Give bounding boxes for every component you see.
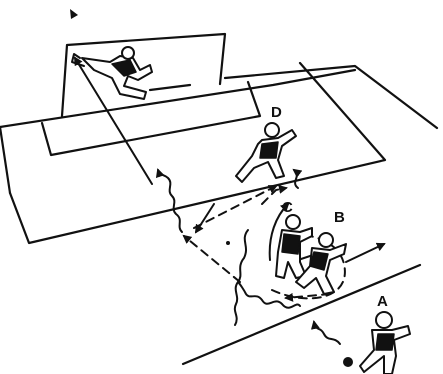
dribble-path-3 [314, 322, 340, 344]
marker-dot [226, 241, 230, 245]
run-arrow-d [294, 170, 298, 188]
pass-line-1 [184, 236, 240, 282]
label-player-a: A [377, 293, 388, 310]
ball [343, 357, 353, 367]
player-b [296, 233, 346, 294]
pass-line-2 [194, 186, 276, 228]
dribble-path-1 [235, 230, 248, 325]
player-d [236, 123, 296, 182]
pitch-markings [0, 34, 437, 364]
pass-line-3 [196, 204, 214, 232]
label-player-c: C [282, 199, 293, 216]
label-player-d: D [271, 104, 282, 121]
run-arrow-b-out [346, 244, 384, 262]
dribble-path-2 [238, 282, 300, 308]
pitch-edge [150, 85, 190, 90]
player-a [360, 312, 410, 374]
dribble-path-4 [158, 170, 182, 232]
label-player-b: B [334, 209, 345, 226]
corner-triangle-icon [70, 9, 78, 19]
goal-line [0, 66, 437, 193]
